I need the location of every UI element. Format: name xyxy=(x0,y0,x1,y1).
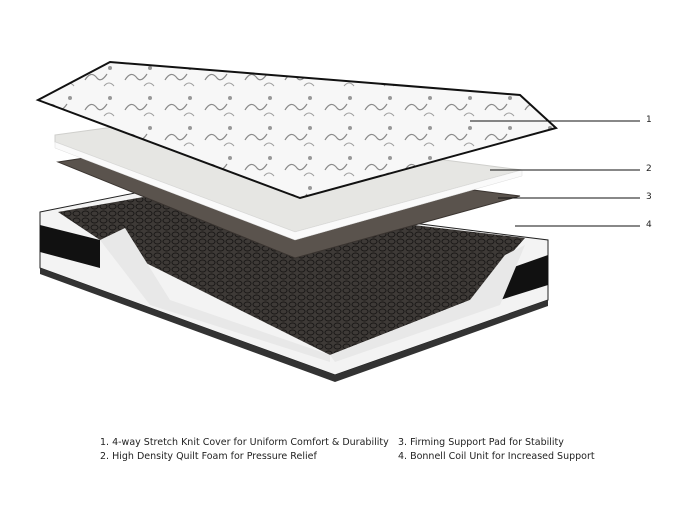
callout-lines xyxy=(470,120,640,227)
callout-2: 2 xyxy=(646,164,652,174)
knit-cover-layer xyxy=(35,60,559,200)
bonnell-coil-unit xyxy=(39,189,549,382)
legend-item-3: 3. Firming Support Pad for Stability xyxy=(398,437,564,448)
callout-3: 3 xyxy=(646,192,652,202)
legend-item-1: 1. 4-way Stretch Knit Cover for Uniform … xyxy=(100,437,389,448)
callout-4: 4 xyxy=(646,220,652,230)
legend-right: 3. Firming Support Pad for Stability 4. … xyxy=(398,436,595,464)
legend-item-4: 4. Bonnell Coil Unit for Increased Suppo… xyxy=(398,451,595,462)
legend-item-2: 2. High Density Quilt Foam for Pressure … xyxy=(100,451,317,462)
callout-1: 1 xyxy=(646,115,652,125)
legend-left: 1. 4-way Stretch Knit Cover for Uniform … xyxy=(100,436,389,464)
